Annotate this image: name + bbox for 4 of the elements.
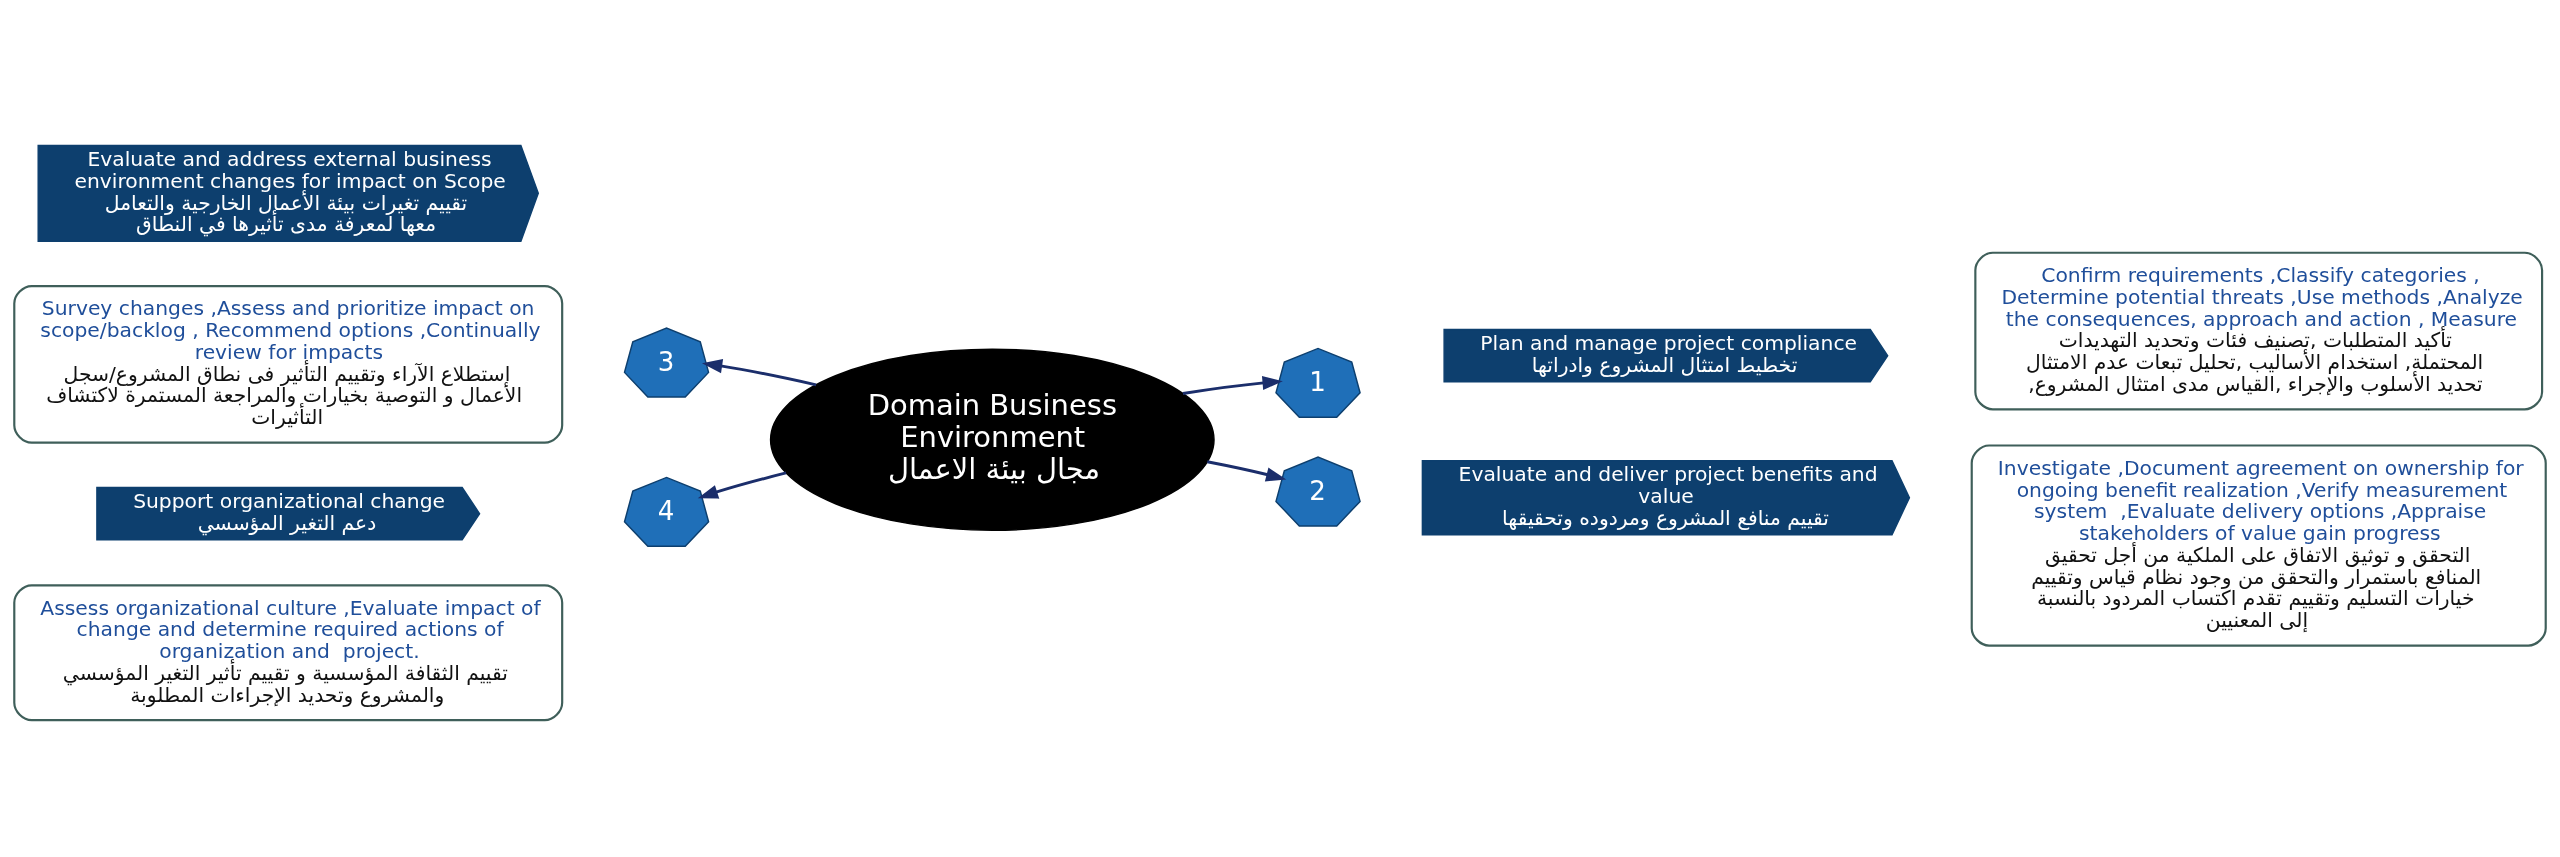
arrow [1182, 375, 1283, 395]
arrow [697, 471, 787, 499]
arrow [701, 359, 817, 387]
arrow [1207, 460, 1287, 482]
